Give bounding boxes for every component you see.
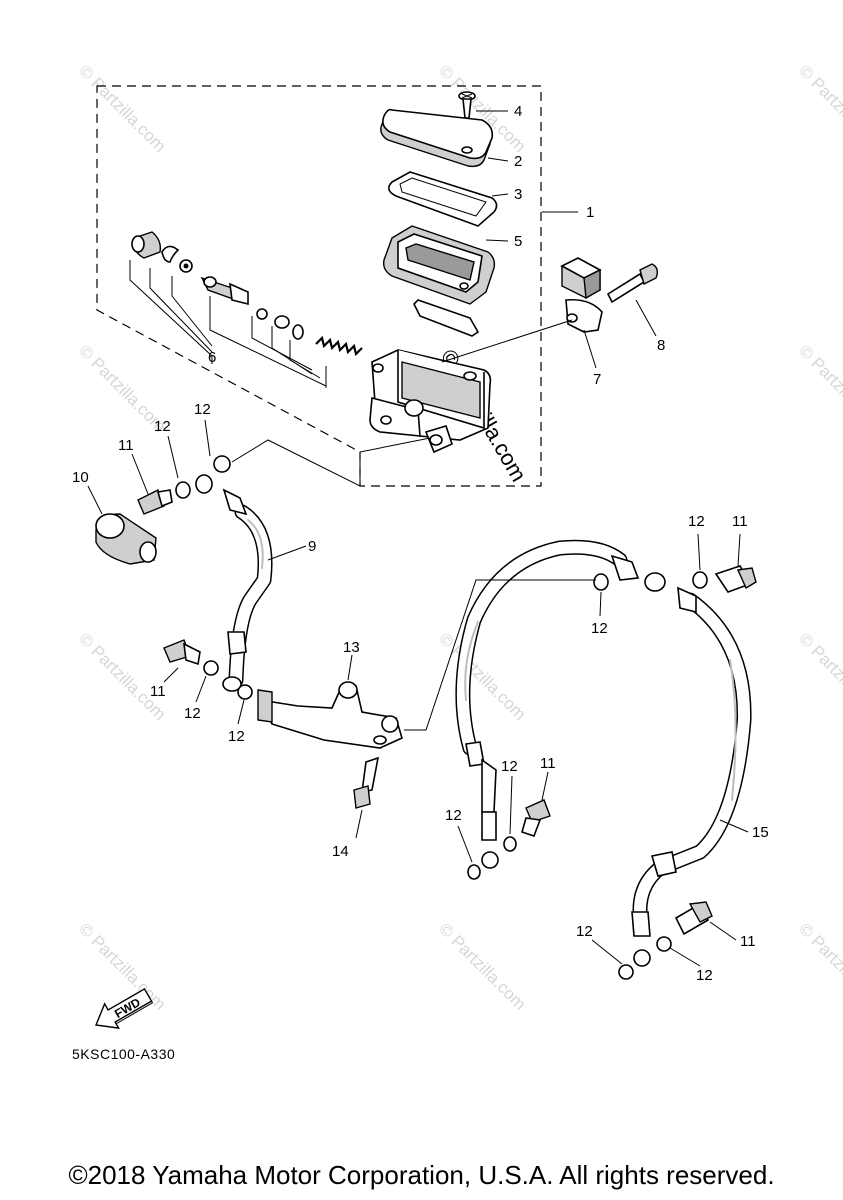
reservoir-cap-part xyxy=(380,108,494,168)
washer xyxy=(618,964,634,980)
callout-label: 12 xyxy=(591,620,608,637)
callout-label: 12 xyxy=(501,758,518,775)
callout-label: 5 xyxy=(514,233,522,250)
watermark: © Partzilla.com xyxy=(75,919,169,1013)
union-bolt-part xyxy=(674,901,713,936)
callout-label: 12 xyxy=(228,728,245,745)
washer xyxy=(656,936,672,952)
washer xyxy=(467,864,481,880)
piston-kit-part xyxy=(129,231,363,388)
watermark: © Partzilla.com xyxy=(75,629,169,723)
callout-label: 12 xyxy=(184,705,201,722)
callout-label: 3 xyxy=(514,186,522,203)
diaphragm-part xyxy=(382,225,496,305)
watermark: © Partzilla.com xyxy=(795,919,843,1013)
callout-label: 12 xyxy=(445,807,462,824)
callout-label: 6 xyxy=(208,349,216,366)
watermark: © Partzilla.com xyxy=(795,341,843,435)
watermark: © Partzilla.com xyxy=(795,61,843,155)
brake-hose-9 xyxy=(195,474,273,692)
callout-label: 11 xyxy=(740,933,756,950)
callout-label: 7 xyxy=(593,371,601,388)
callout-label: 13 xyxy=(343,639,360,656)
watermark: © Partzilla.com xyxy=(795,629,843,723)
hose-bracket-part xyxy=(257,681,403,749)
callout-label: 11 xyxy=(540,755,556,772)
callout-label: 11 xyxy=(118,437,134,454)
callout-labels: 4 2 3 5 1 8 7 6 12 12 11 10 9 11 12 12 1… xyxy=(72,103,769,984)
callout-label: 1 xyxy=(586,204,594,221)
master-cylinder-body xyxy=(369,349,492,454)
brake-hose-15 xyxy=(631,586,752,967)
watermark: © Partzilla.com xyxy=(435,629,529,723)
union-bolt-part xyxy=(163,639,201,666)
washer xyxy=(593,573,609,591)
clamp-part xyxy=(560,257,603,333)
callout-label: 4 xyxy=(514,103,522,120)
callout-label: 8 xyxy=(657,337,665,354)
bracket-bolt-part xyxy=(353,756,380,809)
washer xyxy=(213,455,231,473)
callout-label: 11 xyxy=(150,683,166,700)
callout-label: 12 xyxy=(194,401,211,418)
callout-label: 10 xyxy=(72,469,89,486)
forward-arrow-icon: FWD xyxy=(95,987,154,1030)
washer xyxy=(175,481,191,499)
union-bolt-part xyxy=(137,489,173,515)
callout-label: 15 xyxy=(752,824,769,841)
brake-hose-left xyxy=(455,539,666,869)
washer xyxy=(692,571,708,589)
leader-lines xyxy=(87,110,749,967)
callout-label: 12 xyxy=(696,967,713,984)
callout-label: 2 xyxy=(514,153,522,170)
washers xyxy=(175,455,708,980)
bolt-part xyxy=(606,263,659,304)
callout-label: 9 xyxy=(308,538,316,555)
washer xyxy=(503,836,517,852)
callout-label: 12 xyxy=(688,513,705,530)
callout-label: 14 xyxy=(332,843,349,860)
callout-label: 12 xyxy=(576,923,593,940)
callout-label: 12 xyxy=(154,418,171,435)
gasket-part xyxy=(413,299,480,337)
union-bolt-part xyxy=(521,799,551,838)
union-bolt-part xyxy=(714,565,757,593)
washer xyxy=(203,660,219,676)
callout-label: 11 xyxy=(732,513,748,530)
watermark: © Partzilla.com xyxy=(435,919,529,1013)
watermark: © Partzilla.com xyxy=(75,61,169,155)
copyright-notice: ©2018 Yamaha Motor Corporation, U.S.A. A… xyxy=(68,1160,775,1190)
washer xyxy=(237,684,253,700)
diaphragm-plate-part xyxy=(388,171,498,227)
bleeder-cap-part xyxy=(95,513,157,565)
diagram-code: 5KSC100-A330 xyxy=(72,1046,176,1062)
